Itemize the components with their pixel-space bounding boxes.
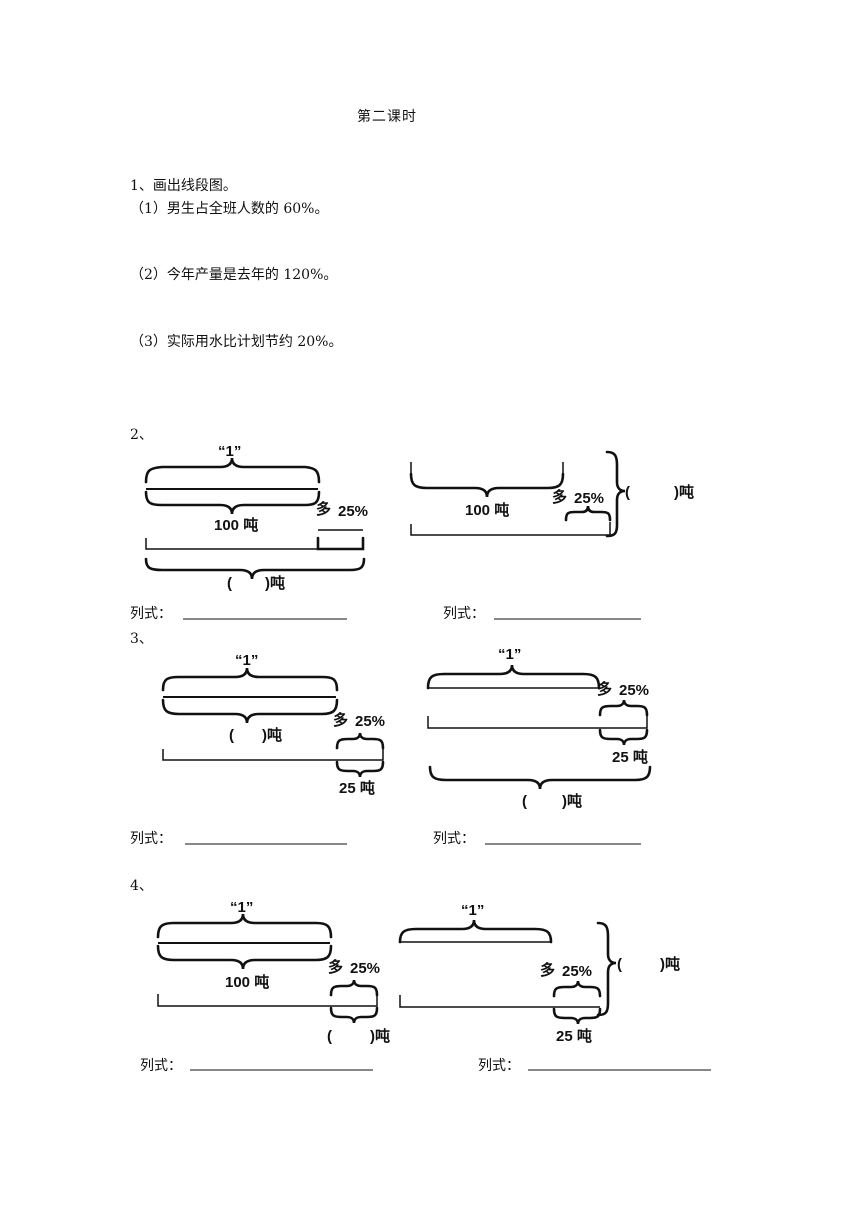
q4b-extra-top-brace xyxy=(552,980,602,998)
q2b-formula-label: 列式： xyxy=(443,606,485,622)
q3a-extra-top-brace xyxy=(335,732,385,750)
q2a-bottom-brace xyxy=(144,490,321,515)
q4a-pct-label: 25% xyxy=(350,960,380,977)
q2b-pct-label: 25% xyxy=(574,490,604,507)
q3a-ton25-label: 25 吨 xyxy=(339,779,375,797)
q2a-total-brace xyxy=(144,557,366,580)
q2a-pct-label: 25% xyxy=(338,503,368,520)
q4b-more-label: 多 xyxy=(540,961,555,979)
q4a-more-label: 多 xyxy=(328,958,343,976)
q3b-more-label: 多 xyxy=(597,680,612,698)
q3-label: 3、 xyxy=(130,631,153,647)
q3b-pct-label: 25% xyxy=(619,682,649,699)
q1-item-3: （3）实际用水比计划节约 20%。 xyxy=(130,334,343,350)
q2a-total-line xyxy=(145,538,363,550)
q3a-bottom-brace xyxy=(161,698,339,724)
q4b-one-label: “1” xyxy=(461,902,484,919)
q2a-one-label: “1” xyxy=(218,443,241,460)
q4b-extra-bottom-brace xyxy=(552,1007,602,1025)
q4b-formula-label: 列式： xyxy=(478,1058,520,1074)
q4b-diagram: “1” 多 25% 25 吨 ( )吨 xyxy=(398,902,680,1045)
q4b-total-line xyxy=(399,995,600,1008)
q4b-top-brace xyxy=(398,919,553,944)
q4a-top-brace xyxy=(156,913,333,939)
q3b-extra-top-brace xyxy=(598,699,649,717)
page-title: 第二课时 xyxy=(357,109,417,125)
q4a-extra-bottom-brace xyxy=(329,1006,379,1024)
q3a-total-line xyxy=(162,748,384,761)
q2b-diagram: 100 吨 多 25% ( )吨 xyxy=(409,450,694,538)
q4a-ton-answer: )吨 xyxy=(370,1027,390,1045)
q2a-hundred-label: 100 吨 xyxy=(214,516,258,534)
q4a-hundred-label: 100 吨 xyxy=(225,973,269,991)
q3a-formula-label: 列式： xyxy=(130,831,172,847)
q2a-more-label: 多 xyxy=(316,500,331,518)
q4a-formula-label: 列式： xyxy=(140,1058,182,1074)
q4b-ton-answer: )吨 xyxy=(660,955,680,973)
q3b-ton25-label: 25 吨 xyxy=(612,748,648,766)
q3a-one-label: “1” xyxy=(235,652,258,669)
q2a-diagram: “1” 100 吨 多 25% ( )吨 xyxy=(144,443,368,592)
q2b-side-brace xyxy=(605,450,626,538)
q3b-diagram: “1” 多 25% 25 吨 ( )吨 xyxy=(426,646,652,810)
q4-label: 4、 xyxy=(130,878,153,894)
q2b-open-paren: ( xyxy=(625,484,630,501)
q2a-ton-answer: )吨 xyxy=(265,574,285,592)
q2b-hundred-label: 100 吨 xyxy=(465,501,509,519)
q3a-extra-bottom-brace xyxy=(335,760,385,778)
q3a-top-brace xyxy=(161,667,339,692)
q3b-extra-bottom-brace xyxy=(598,728,649,746)
q2-label: 2、 xyxy=(130,427,153,443)
q2b-bottom-brace xyxy=(409,472,565,498)
q1-item-2: （2）今年产量是去年的 120%。 xyxy=(130,267,338,283)
q3b-total-brace xyxy=(428,765,652,790)
q3a-open-paren: ( xyxy=(229,727,234,744)
q3a-diagram: “1” ( )吨 多 25% 25 吨 xyxy=(161,652,385,797)
q2a-extra-box xyxy=(316,536,365,551)
q4b-ton25-label: 25 吨 xyxy=(556,1027,592,1045)
q3b-ton-answer: )吨 xyxy=(562,792,582,810)
q2b-more-label: 多 xyxy=(552,488,567,506)
q1-item-1: （1）男生占全班人数的 60%。 xyxy=(130,201,329,217)
q4a-diagram: “1” 100 吨 多 25% ( )吨 xyxy=(156,899,390,1045)
q2a-top-brace xyxy=(144,457,321,484)
q2b-extra-brace xyxy=(564,505,612,522)
q4a-one-label: “1” xyxy=(230,899,253,916)
q3b-total-line xyxy=(427,716,648,729)
q3b-one-label: “1” xyxy=(498,646,521,663)
q4a-bottom-brace xyxy=(156,944,333,970)
q3a-pct-label: 25% xyxy=(355,713,385,730)
q2a-open-paren: ( xyxy=(227,575,232,592)
q4a-extra-top-brace xyxy=(329,979,379,997)
q3b-top-brace xyxy=(426,664,601,690)
q2b-ton-answer: )吨 xyxy=(674,483,694,501)
q4a-total-line xyxy=(157,994,378,1007)
q3b-open-paren: ( xyxy=(522,793,527,810)
q4b-open-paren: ( xyxy=(617,956,622,973)
q3a-ton-answer: )吨 xyxy=(262,726,282,744)
q2a-formula-label: 列式： xyxy=(130,606,172,622)
q4a-open-paren: ( xyxy=(327,1028,332,1045)
q3a-more-label: 多 xyxy=(333,711,348,729)
q4b-pct-label: 25% xyxy=(562,963,592,980)
q3b-formula-label: 列式： xyxy=(433,831,475,847)
q4b-side-brace xyxy=(596,921,617,1017)
q2b-total-line xyxy=(410,522,611,536)
q1-heading: 1、画出线段图。 xyxy=(130,178,237,194)
